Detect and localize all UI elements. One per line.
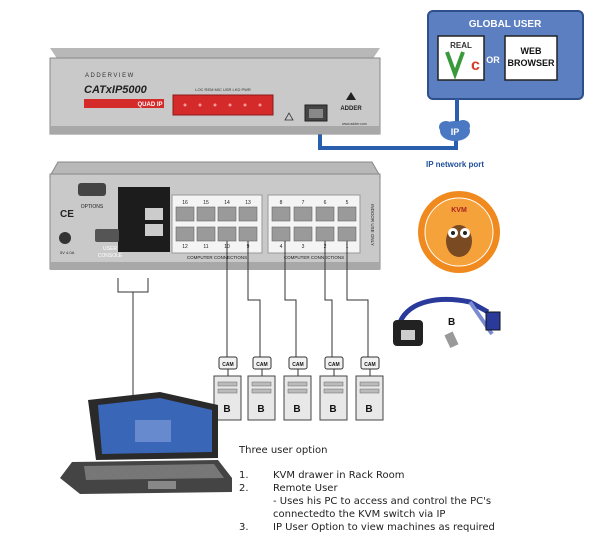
cam-label: CAM: [256, 362, 267, 368]
kvm-device-front: ADDERVIEW CATxIP5000 QUAD IP LOC REM MIC…: [49, 48, 381, 135]
device-led-panel: [172, 94, 274, 116]
device-red-strip: [84, 99, 164, 108]
cam-label: CAM: [222, 362, 233, 368]
computer-unit: CAM B: [319, 356, 348, 421]
list-item: - Uses his PC to access and control the …: [239, 495, 569, 508]
usb-connector-icon: [444, 331, 459, 349]
or-label: OR: [486, 55, 500, 65]
global-user-panel: GLOBAL USER REAL c OR WEB BROWSER: [427, 10, 584, 100]
computer-label: B: [257, 404, 264, 415]
item-text: connectedto the KVM switch via IP: [273, 509, 446, 520]
port-num: 13: [245, 200, 251, 206]
notes-list: 1.KVM drawer in Rack Room 2.Remote User …: [239, 469, 569, 534]
global-user-title: GLOBAL USER: [469, 19, 542, 30]
connections-label-left: COMPUTER CONNECTIONS: [187, 255, 247, 260]
ip-port-label: IP network port: [426, 160, 484, 169]
list-item: 2. Remote User: [239, 482, 569, 495]
port-num: 12: [182, 244, 188, 250]
ce-mark-icon: CE: [60, 209, 74, 220]
options-port[interactable]: [78, 183, 106, 196]
port-num: 14: [224, 200, 230, 206]
rj45-ports[interactable]: [175, 206, 357, 242]
web-browser-box: [504, 35, 558, 81]
item-number: 3.: [239, 522, 249, 533]
item-text: KVM drawer in Rack Room: [273, 470, 405, 481]
notes-heading: Three user option: [239, 445, 328, 456]
computer-label: B: [293, 404, 300, 415]
cam-label: CAM: [292, 362, 303, 368]
port-block-left: [171, 194, 263, 254]
computer-label: B: [329, 404, 336, 415]
item-text: Remote User: [273, 483, 338, 494]
item-text: IP User Option to view machines as requi…: [273, 522, 495, 533]
device-subtitle: QUAD IP: [137, 102, 162, 108]
computer-unit: CAM B: [283, 356, 312, 421]
device-brand: ADDERVIEW: [85, 73, 135, 79]
computer-unit: CAM B: [247, 356, 276, 421]
port-num: 3: [302, 244, 305, 250]
device-led-labels: LOC REM MIC USR LKD PWR: [195, 87, 251, 92]
ip-cloud-icon: [439, 120, 470, 141]
cam-label: CAM: [364, 362, 375, 368]
port-num: 4: [280, 244, 283, 250]
notes-panel: Three user option 1. KVM drawer in Rack R…: [239, 444, 569, 534]
item-text: - Uses his PC to access and control the …: [273, 496, 492, 507]
computer-unit: CAM B: [213, 356, 242, 421]
indoor-use-label: INDOOR USE ONLY: [370, 204, 375, 246]
vga-port[interactable]: [95, 229, 119, 242]
vnc-logo-text: REAL: [450, 41, 472, 50]
list-item: 1. KVM drawer in Rack Room: [239, 469, 569, 482]
port-cables: [226, 241, 369, 357]
power-jack[interactable]: [59, 232, 71, 244]
item-number: 1.: [239, 470, 249, 481]
list-item: connectedto the KVM switch via IP: [239, 508, 569, 521]
port-num: 15: [203, 200, 209, 206]
port-block-right: [267, 194, 361, 254]
port-num: 5: [346, 200, 349, 206]
port-num: 8: [280, 200, 283, 206]
user-console-label-1: USER: [103, 246, 117, 252]
computer-group: CAM B CAM B CAM B CAM B CAM B: [213, 356, 384, 421]
port-num: 7: [302, 200, 305, 206]
vnc-c-icon: c: [471, 57, 480, 74]
port-num: 11: [203, 244, 208, 250]
web-browser-line1: WEB: [521, 46, 542, 56]
adder-logo-icon: [346, 92, 356, 100]
kvm-badge: KVM: [418, 191, 500, 273]
cam-adapter: B: [393, 297, 501, 349]
kvm-device-back: OPTIONS CE 5V 4.0A USER CONSOLE 16 15 14…: [49, 161, 381, 270]
list-item: 3. IP User Option to view machines as req…: [239, 521, 569, 534]
usb-ports[interactable]: [145, 208, 163, 220]
computer-unit: CAM B: [355, 356, 384, 421]
ip-cloud-label: IP: [451, 127, 460, 137]
cam-adapter-label: B: [448, 317, 455, 328]
vga-connector-icon: [485, 311, 501, 331]
cam-label: CAM: [328, 362, 339, 368]
port-num: 16: [182, 200, 188, 206]
item-number: 2.: [239, 483, 249, 494]
power-label: 5V 4.0A: [60, 250, 75, 255]
adder-logo-text: ADDER: [340, 106, 362, 112]
device-leds: [183, 103, 262, 107]
badge-text: KVM: [451, 207, 467, 214]
user-console-label-2: CONSOLE: [98, 253, 123, 259]
computer-label: B: [365, 404, 372, 415]
kvm-drawer-laptop: [60, 392, 232, 494]
port-num: 6: [324, 200, 327, 206]
computer-label: B: [223, 404, 230, 415]
laptop-keyboard: [84, 464, 224, 480]
device-model: CATxIP5000: [84, 84, 148, 96]
laptop-touchpad: [148, 481, 176, 489]
connections-label-right: COMPUTER CONNECTIONS: [284, 255, 344, 260]
device-url: www.adder.com: [342, 122, 367, 126]
warning-icon: [284, 112, 294, 121]
vnc-v-icon: [445, 51, 465, 80]
web-browser-line2: BROWSER: [508, 58, 556, 68]
options-label: OPTIONS: [81, 204, 104, 210]
